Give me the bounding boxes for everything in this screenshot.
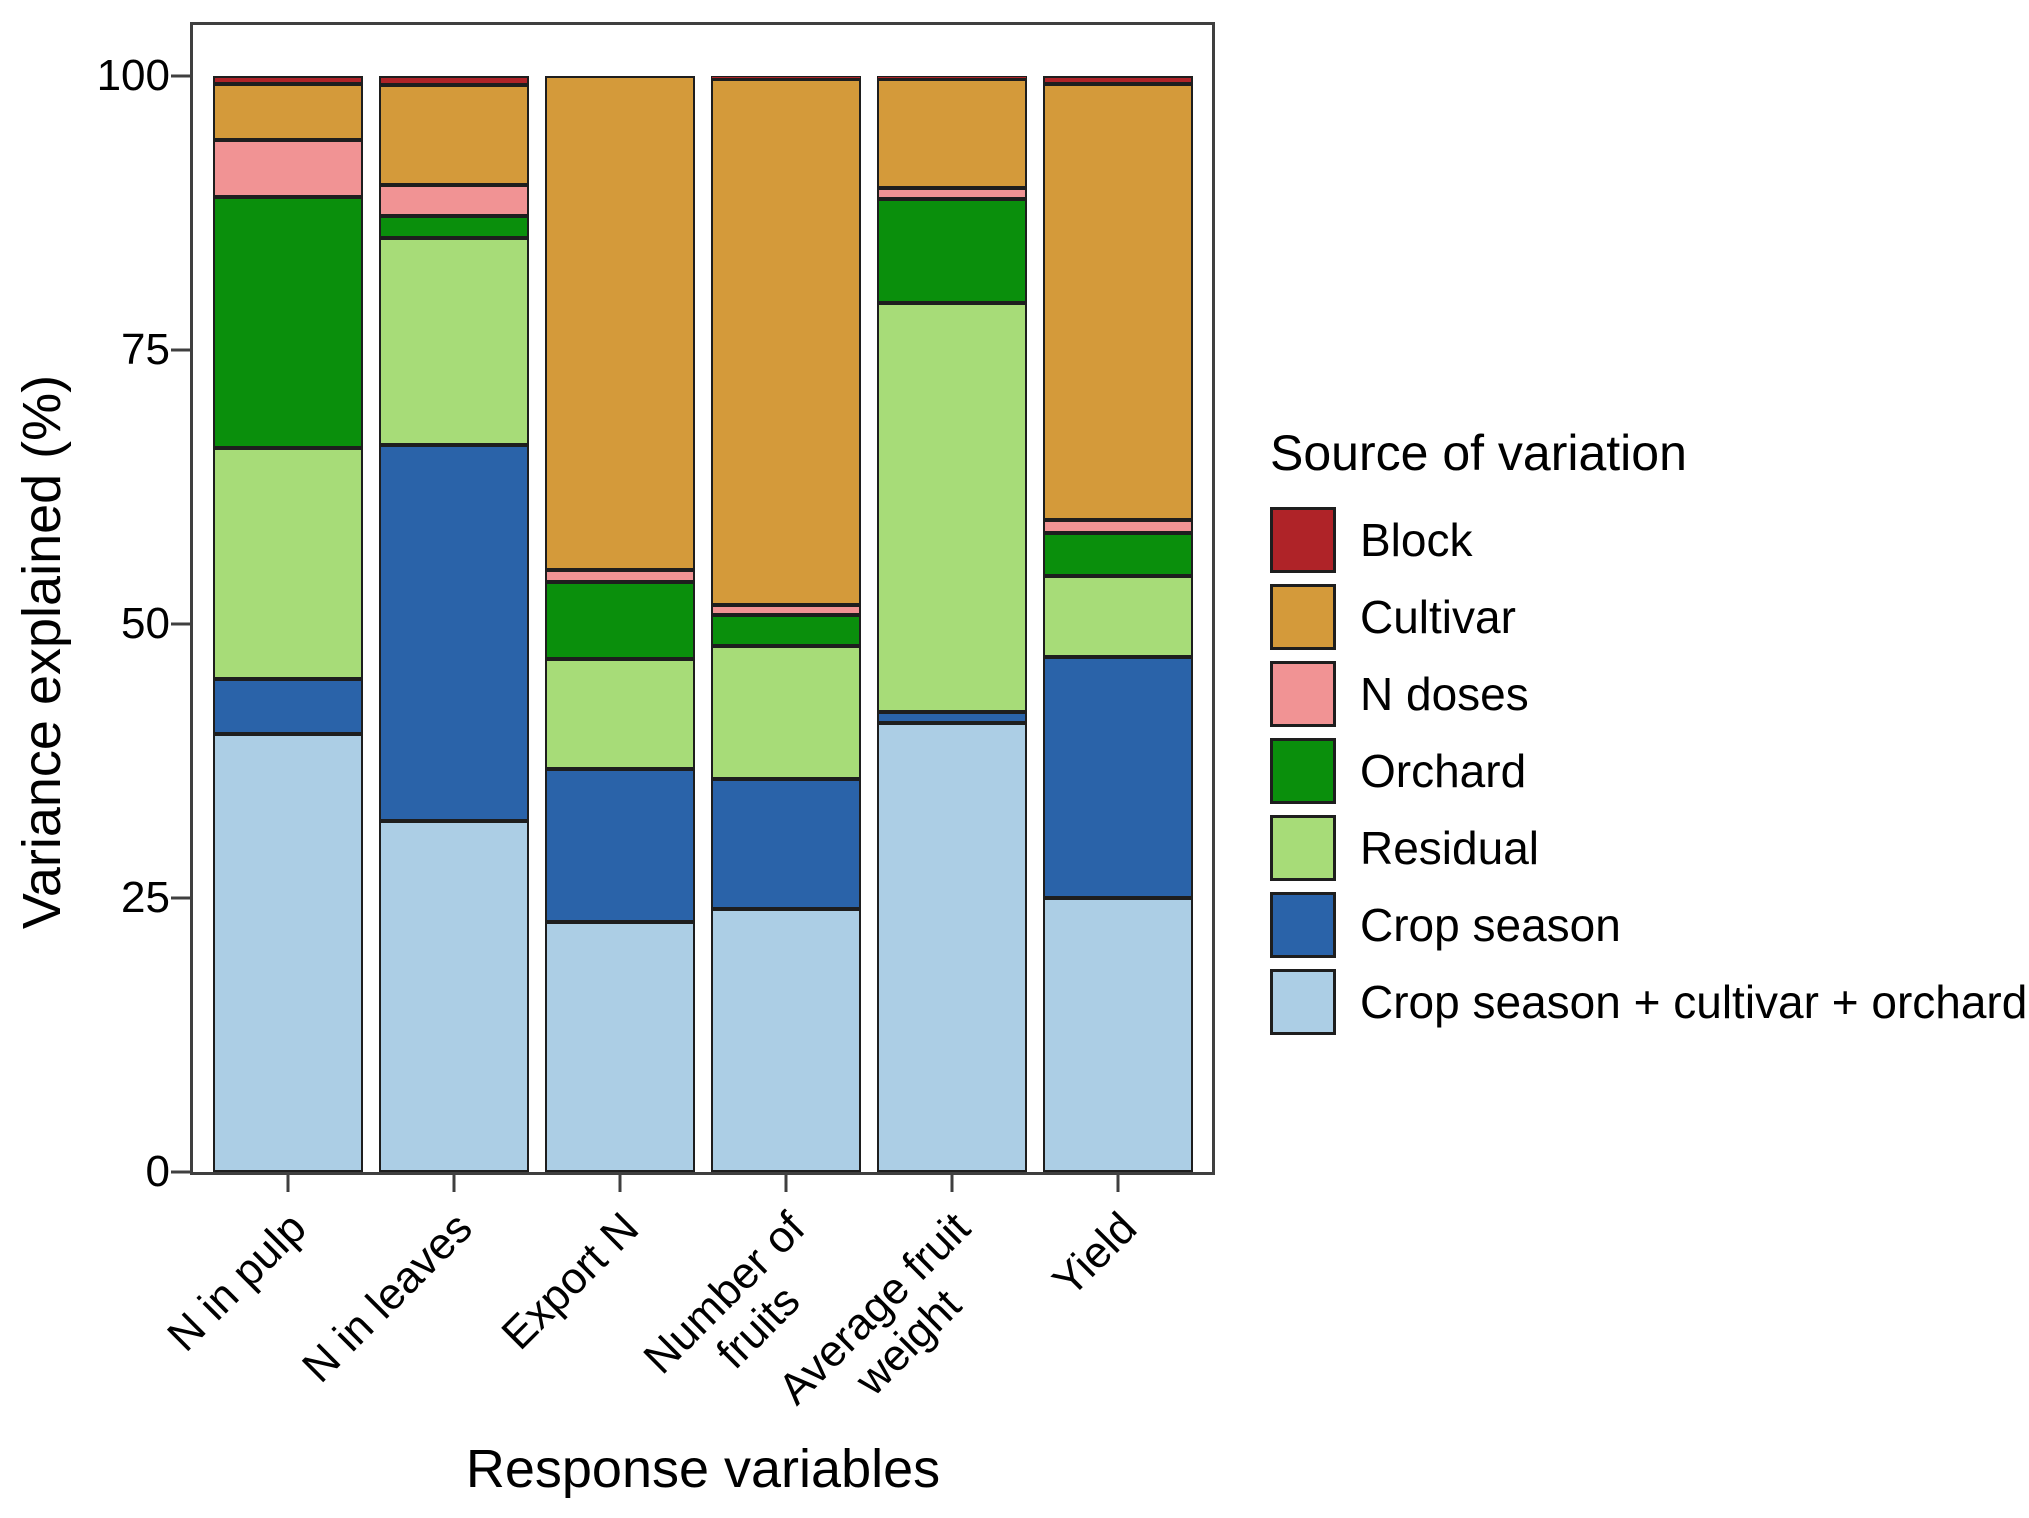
bar-segment	[213, 139, 363, 197]
legend-item: Block	[1270, 507, 2020, 573]
bar-segment	[379, 445, 529, 822]
legend-swatch	[1270, 892, 1336, 958]
y-axis-title: Variance explained (%)	[12, 374, 72, 930]
bar-segment	[877, 187, 1027, 199]
x-tick-mark	[784, 1175, 788, 1192]
x-tick-mark	[1116, 1175, 1120, 1192]
legend-item-label: Cultivar	[1360, 591, 1516, 643]
x-axis-title: Response variables	[465, 1439, 941, 1499]
legend-item: Crop season + cultivar + orchard	[1270, 969, 2027, 1035]
bar-segment	[545, 922, 695, 1172]
bar-segment	[213, 678, 363, 734]
bar-segment	[545, 582, 695, 660]
y-tick-label: 0	[145, 1147, 170, 1196]
legend-swatch	[1270, 661, 1336, 727]
bar-segment	[711, 76, 861, 80]
bar	[545, 76, 695, 1172]
legend-item-label: Orchard	[1360, 745, 1527, 797]
legend-item-label: Crop season	[1360, 899, 1621, 951]
bar-segment	[545, 659, 695, 769]
legend-item-label: Crop season + cultivar + orchard	[1360, 976, 2028, 1028]
legend-swatch	[1270, 815, 1336, 881]
bar-segment	[711, 645, 861, 779]
y-tick-label: 75	[121, 325, 170, 374]
bar-segment	[213, 733, 363, 1172]
bar-segment	[877, 198, 1027, 303]
legend-title: Source of variation	[1270, 425, 1687, 481]
x-tick-mark	[286, 1175, 290, 1192]
y-tick-label: 100	[96, 51, 170, 100]
legend-swatch	[1270, 969, 1336, 1035]
y-tick-mark	[171, 622, 190, 626]
bar-segment	[545, 76, 695, 571]
bar-segment	[711, 605, 861, 616]
legend-item-label: Residual	[1360, 822, 1539, 874]
legend-item: Residual	[1270, 815, 2020, 881]
y-tick-mark	[171, 1170, 190, 1174]
y-tick-mark	[171, 348, 190, 352]
bar-segment	[1043, 76, 1193, 84]
x-tick-mark	[950, 1175, 954, 1192]
bar-segment	[379, 76, 529, 85]
bar-segment	[379, 84, 529, 185]
x-tick-mark	[618, 1175, 622, 1192]
bar-segment	[1043, 575, 1193, 657]
bar-segment	[379, 821, 529, 1172]
bar-segment	[1043, 898, 1193, 1172]
bar-segment	[877, 76, 1027, 80]
bar-segment	[711, 79, 861, 606]
legend-item: Cultivar	[1270, 584, 2020, 650]
bar-segment	[379, 238, 529, 446]
bar-segment	[1043, 533, 1193, 576]
bar-segment	[213, 83, 363, 140]
bar-segment	[877, 79, 1027, 188]
legend-swatch	[1270, 738, 1336, 804]
legend-swatch	[1270, 584, 1336, 650]
bar	[1043, 76, 1193, 1172]
y-tick-label: 25	[121, 873, 170, 922]
bar-segment	[213, 196, 363, 448]
bar-segment	[213, 447, 363, 679]
bar	[213, 76, 363, 1172]
y-tick-mark	[171, 896, 190, 900]
x-tick-mark	[452, 1175, 456, 1192]
bar-segment	[379, 184, 529, 217]
legend-item-label: N doses	[1360, 668, 1529, 720]
bar-segment	[711, 615, 861, 646]
bar	[379, 76, 529, 1172]
y-tick-label: 50	[121, 599, 170, 648]
bar-segment	[711, 908, 861, 1172]
bar-segment	[545, 768, 695, 923]
x-tick-label: Export N	[492, 1203, 648, 1359]
legend-item: N doses	[1270, 661, 2020, 727]
x-tick-label: Yield	[1043, 1203, 1146, 1306]
bar-segment	[1043, 519, 1193, 534]
bar-segment	[1043, 83, 1193, 520]
bar-segment	[877, 722, 1027, 1172]
bar	[711, 76, 861, 1172]
legend-item: Orchard	[1270, 738, 2020, 804]
legend-item: Crop season	[1270, 892, 2020, 958]
legend-swatch	[1270, 507, 1336, 573]
bar-segment	[877, 711, 1027, 723]
bar-segment	[711, 778, 861, 909]
x-tick-label: N in pulp	[158, 1203, 316, 1361]
bar-segment	[213, 76, 363, 84]
x-tick-label: N in leaves	[293, 1203, 482, 1392]
bar-segment	[545, 570, 695, 583]
y-tick-mark	[171, 74, 190, 78]
legend-item-label: Block	[1360, 514, 1473, 566]
bar-segment	[877, 302, 1027, 712]
bar-segment	[379, 216, 529, 239]
plot-panel	[190, 22, 1215, 1175]
bar-segment	[1043, 656, 1193, 898]
bar	[877, 76, 1027, 1172]
